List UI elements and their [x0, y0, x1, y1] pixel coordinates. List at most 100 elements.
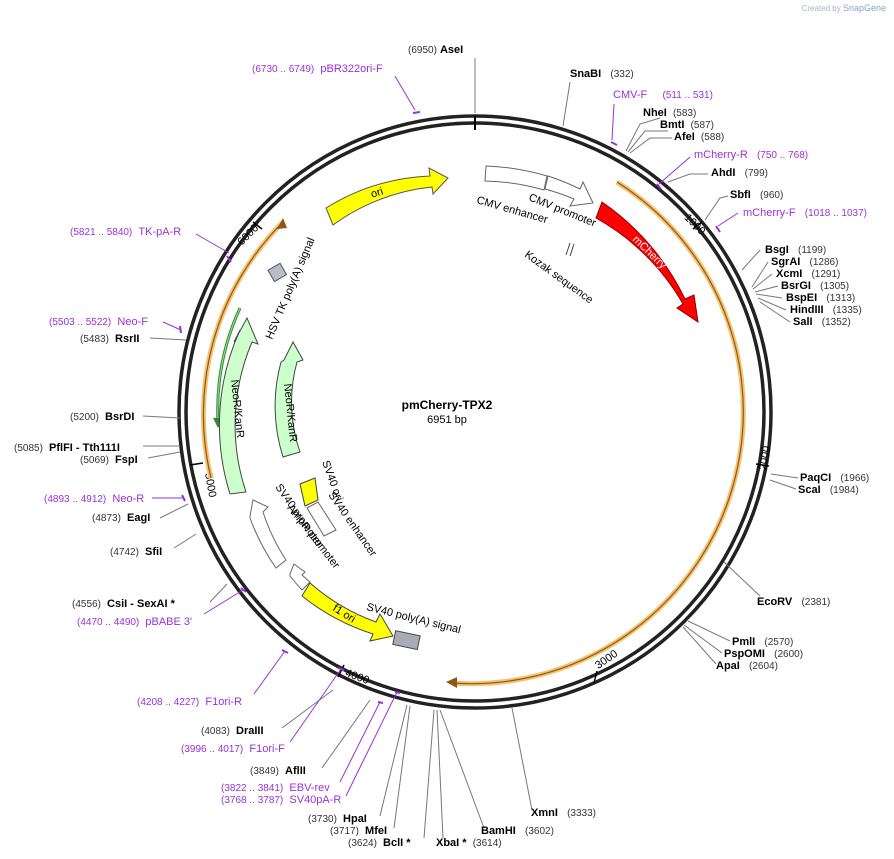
site-label-pspomi[interactable]: PspOMI (2600)	[724, 648, 803, 661]
site-label-rsrii[interactable]: (5483) RsrII	[80, 333, 140, 346]
tick-1000	[692, 221, 703, 230]
sv40-polya-feature[interactable]	[392, 630, 421, 651]
site-pos: (3614)	[472, 838, 502, 849]
primer-pos: (4208 .. 4227)	[137, 697, 200, 708]
ori-feature[interactable]	[325, 167, 449, 226]
primer-label-neo-f[interactable]: (5503 .. 5522) Neo-F	[49, 316, 148, 329]
site-label-sbfi[interactable]: SbfI (960)	[730, 189, 783, 202]
site-label-pflfi-tth111i[interactable]: (5085) PflFI - Tth111I	[14, 442, 120, 455]
pleader-f1ori-f	[289, 668, 342, 743]
site-label-fspi[interactable]: (5069) FspI	[80, 454, 138, 467]
neokanr-inner-feature[interactable]	[274, 340, 304, 458]
primer-pos: (6730 .. 6749)	[252, 64, 315, 75]
sv40-enhancer-label: SV40 enhancer	[326, 490, 380, 559]
site-label-hindiii[interactable]: HindIII (1335)	[790, 304, 862, 317]
site-label-bsgi[interactable]: BsgI (1199)	[765, 244, 826, 257]
leader-xbai	[436, 709, 444, 839]
site-pos: (332)	[610, 69, 634, 80]
primer-mark-mcherry-f	[715, 225, 721, 233]
tick-label-5000: 5000	[202, 472, 218, 498]
leader-bsrgi	[754, 285, 779, 293]
tick-4000	[337, 664, 345, 678]
site-label-asei[interactable]: (6950) AseI	[408, 44, 463, 57]
leader-pmli	[687, 620, 731, 642]
site-pos: (3717)	[330, 826, 359, 837]
site-pos: (1305)	[820, 281, 850, 292]
site-label-xcmi[interactable]: XcmI (1291)	[776, 268, 840, 281]
f1-ori-feature[interactable]	[301, 582, 394, 642]
primer-label-f1ori-f[interactable]: (3996 .. 4017) F1ori-F	[181, 743, 285, 756]
site-name: RsrII	[115, 333, 140, 345]
site-label-pmli[interactable]: PmlI (2570)	[732, 636, 793, 649]
site-label-scai[interactable]: ScaI (1984)	[798, 484, 859, 497]
cmv-promoter-feature[interactable]	[544, 175, 594, 207]
pleader-tk-pa-r	[195, 233, 230, 254]
site-label-ecorv[interactable]: EcoRV (2381)	[757, 596, 830, 609]
site-label-bamhi[interactable]: BamHI (3602)	[481, 825, 554, 838]
primer-pos: (750 .. 768)	[756, 150, 809, 161]
primer-label-mcherry-r[interactable]: mCherry-R (750 .. 768)	[694, 149, 808, 162]
site-label-bcli[interactable]: (3624) BclI *	[348, 837, 411, 850]
site-pos: (1984)	[829, 485, 859, 496]
site-name: SfiI	[145, 546, 163, 558]
site-label-hpai[interactable]: (3730) HpaI	[308, 813, 367, 826]
site-label-xbai[interactable]: XbaI * (3614)	[436, 837, 502, 850]
ampr-promoter-feature[interactable]	[289, 563, 311, 591]
site-label-draiii[interactable]: (4083) DraIII	[201, 725, 264, 738]
site-label-csii-sexai[interactable]: (4556) CsiI - SexAI *	[72, 598, 175, 611]
site-label-bsrdi[interactable]: (5200) BsrDI	[70, 411, 134, 424]
primer-mark-pbr322ori-f	[412, 111, 421, 114]
site-name: ScaI	[798, 484, 821, 496]
site-label-sfii[interactable]: (4742) SfiI	[110, 546, 162, 559]
site-label-ahdi[interactable]: AhdI (799)	[711, 167, 768, 180]
site-pos: (1199)	[798, 245, 827, 256]
primer-name: CMV-F	[613, 89, 648, 101]
site-name: PmlI	[732, 636, 756, 648]
site-label-apai[interactable]: ApaI (2604)	[716, 660, 778, 673]
primer-label-pbr322ori-f[interactable]: (6730 .. 6749) pBR322ori-F	[252, 63, 383, 76]
cds-line-right	[451, 181, 744, 685]
sv40-enhancer-feature[interactable]	[306, 501, 337, 537]
site-label-eagi[interactable]: (4873) EagI	[92, 512, 150, 525]
site-label-sali[interactable]: SalI (1352)	[793, 316, 851, 329]
site-pos: (583)	[672, 108, 697, 119]
primer-label-ebv-rev[interactable]: (3822 .. 3841) EBV-rev	[221, 782, 330, 795]
site-name: CsiI - SexAI *	[107, 598, 175, 610]
site-name: SgrAI	[771, 256, 801, 268]
site-label-nhei[interactable]: NheI (583)	[643, 107, 696, 120]
primer-label-neo-r[interactable]: (4893 .. 4912) Neo-R	[44, 493, 144, 506]
primer-label-f1ori-r[interactable]: (4208 .. 4227) F1ori-R	[137, 696, 242, 709]
site-pos: (587)	[690, 120, 714, 131]
site-name: XcmI	[776, 268, 803, 280]
site-label-xmni[interactable]: XmnI (3333)	[531, 807, 596, 820]
primer-label-cmv-f[interactable]: CMV-F (511 .. 531)	[613, 89, 713, 102]
primer-label-tk-pa-r[interactable]: (5821 .. 5840) TK-pA-R	[70, 226, 181, 239]
site-label-sgrai[interactable]: SgrAI (1286)	[771, 256, 838, 269]
kozak-mark-b	[569, 243, 575, 257]
cmv-enhancer-feature[interactable]	[484, 165, 548, 191]
primer-label-sv40pa-r[interactable]: (3768 .. 3787) SV40pA-R	[221, 794, 341, 807]
site-label-aflii[interactable]: (3849) AflII	[250, 765, 306, 778]
site-label-bmti[interactable]: BmtI (587)	[660, 119, 714, 132]
mcherry-feature[interactable]	[595, 201, 699, 324]
sv40-promoter-feature[interactable]	[249, 499, 287, 569]
site-label-afei[interactable]: AfeI (588)	[674, 131, 724, 144]
primer-name: Neo-F	[117, 316, 148, 328]
site-label-snabi[interactable]: SnaBI (332)	[570, 68, 634, 81]
cds-highlight-right	[451, 179, 746, 687]
leader-sali	[759, 301, 791, 323]
site-label-mfei[interactable]: (3717) MfeI	[330, 825, 387, 838]
primer-label-mcherry-f[interactable]: mCherry-F (1018 .. 1037)	[743, 207, 867, 220]
site-name: HindIII	[790, 304, 824, 316]
primer-label-pbabe3[interactable]: (4470 .. 4490) pBABE 3'	[77, 616, 192, 629]
plasmid-size: 6951 bp	[427, 414, 467, 426]
primer-pos: (5503 .. 5522)	[49, 317, 112, 328]
site-label-bspei[interactable]: BspEI (1313)	[786, 292, 855, 305]
site-label-bsrgi[interactable]: BsrGI (1305)	[781, 280, 849, 293]
site-pos: (6950)	[408, 45, 437, 56]
hsv-tk-polya-feature[interactable]	[267, 262, 288, 283]
site-label-paqci[interactable]: PaqCI (1966)	[800, 472, 869, 485]
neokanr-outer-feature[interactable]	[218, 316, 259, 495]
sv40-ori-feature[interactable]	[299, 477, 319, 507]
leader-apai	[682, 626, 717, 665]
